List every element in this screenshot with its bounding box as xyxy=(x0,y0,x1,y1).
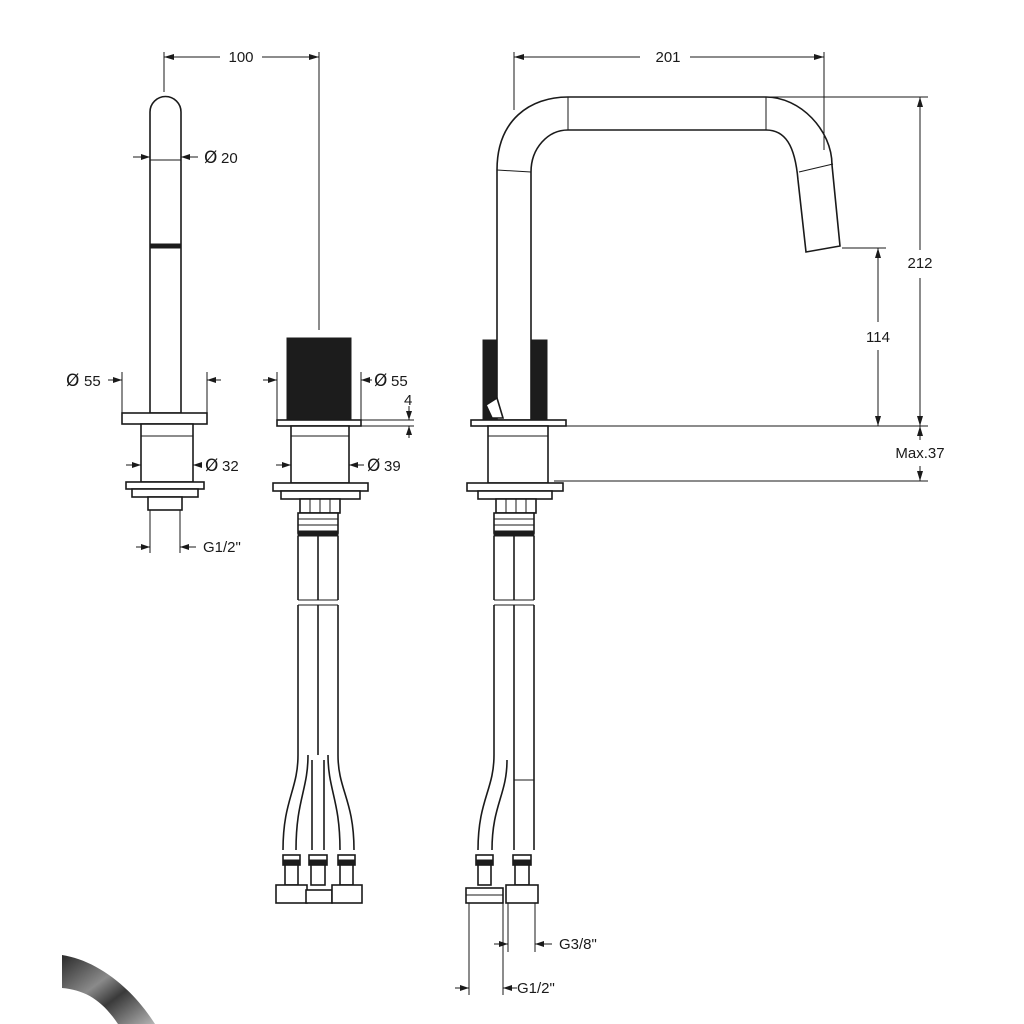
dimension-base-middle: Ø 55 xyxy=(263,371,408,420)
dim-body-diameter-middle: 39 xyxy=(384,458,401,475)
connector-left xyxy=(275,884,308,904)
spout-tube xyxy=(149,95,182,414)
body-left xyxy=(140,423,194,483)
base-plate-right xyxy=(470,419,567,427)
dimension-thread-hose-large: G1/2" xyxy=(455,903,555,997)
connector-right xyxy=(331,884,363,904)
dimension-body-middle: Ø 39 xyxy=(276,456,401,476)
dim-spout-diameter: 20 xyxy=(221,150,238,167)
base-plate-left xyxy=(121,412,208,425)
body-middle xyxy=(290,425,350,484)
dim-plate-thickness: 4 xyxy=(404,392,412,409)
product-photo-fragment xyxy=(62,955,155,1024)
dim-outlet-height: 114 xyxy=(866,329,890,346)
body-right xyxy=(487,425,549,484)
dim-base-diameter-middle: 55 xyxy=(391,373,408,390)
dim-thread-hose-large: G1/2" xyxy=(517,980,555,997)
dim-body-diameter-left: 32 xyxy=(222,458,239,475)
dim-thread-left: G1/2" xyxy=(203,539,241,556)
dimension-thread-left: G1/2" xyxy=(136,510,241,556)
diameter-symbol: Ø xyxy=(367,456,380,476)
dimension-100: 100 xyxy=(163,49,320,330)
left-view-spout xyxy=(121,95,208,511)
dim-top-width-left: 100 xyxy=(228,49,253,66)
dim-top-width-right: 201 xyxy=(655,49,680,66)
diameter-symbol: Ø xyxy=(66,371,79,391)
handle-block xyxy=(286,337,352,421)
dimension-212: 212 xyxy=(566,96,933,427)
dimension-body-left: Ø 32 xyxy=(126,456,239,476)
dimension-base-left: Ø 55 xyxy=(66,371,221,413)
nut-left xyxy=(125,481,205,490)
right-view-mixer xyxy=(465,96,841,904)
dimension-spout-diameter: Ø 20 xyxy=(133,148,238,168)
dimension-plate-thickness: 4 xyxy=(361,392,414,438)
connector-g38 xyxy=(505,884,539,904)
base-plate-middle xyxy=(276,419,362,427)
nut-middle xyxy=(272,482,369,492)
connector-center xyxy=(305,889,333,904)
dim-total-height: 212 xyxy=(907,255,932,272)
diameter-symbol: Ø xyxy=(204,148,217,168)
dimension-max-deck: Max.37 xyxy=(554,426,945,482)
dim-max-deck: Max.37 xyxy=(895,445,944,462)
dimension-thread-hose-small: G3/8" xyxy=(494,903,597,953)
diameter-symbol: Ø xyxy=(374,371,387,391)
middle-view-handle xyxy=(272,337,369,904)
dimension-114: 114 xyxy=(842,247,890,426)
dimension-201: 201 xyxy=(513,49,825,150)
nut-right xyxy=(466,482,564,492)
diameter-symbol: Ø xyxy=(205,456,218,476)
dim-base-diameter-left: 55 xyxy=(84,373,101,390)
thread-left xyxy=(147,496,183,511)
dim-thread-hose-small: G3/8" xyxy=(559,936,597,953)
spout-arch xyxy=(496,96,841,421)
